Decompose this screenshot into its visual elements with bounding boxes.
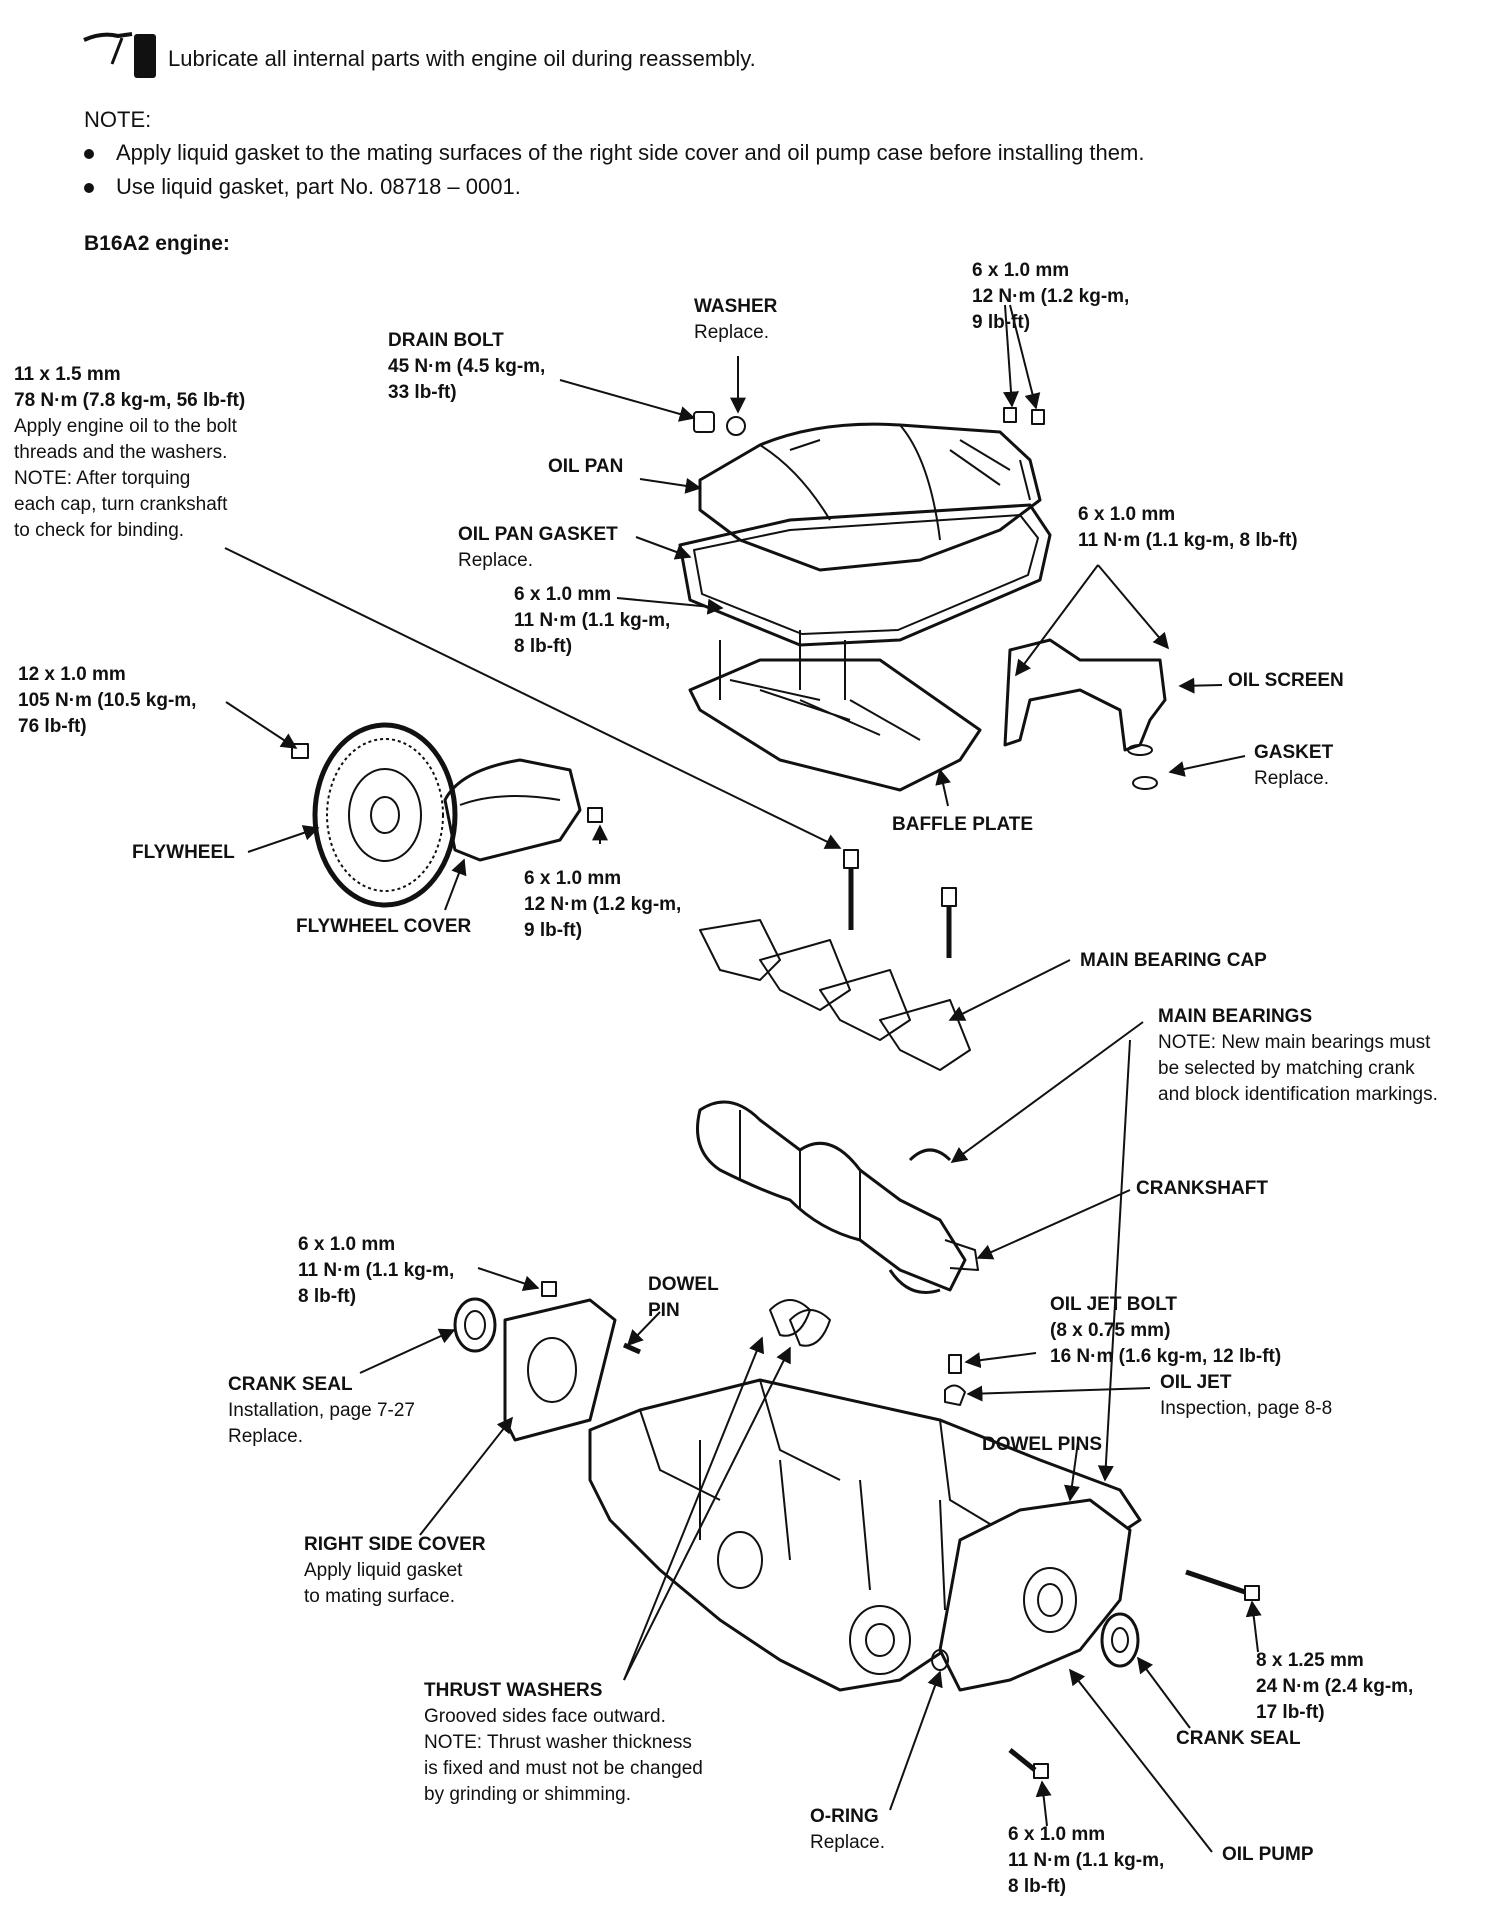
oil-pan-gasket: [678, 503, 1052, 647]
flywheel-bolt: [291, 743, 309, 759]
leader-lines: [224, 304, 1262, 1853]
flywheel-cover: [443, 758, 582, 862]
label-oil-jet-bolt: OIL JET BOLT(8 x 0.75 mm)16 N·m (1.6 kg-…: [1050, 1294, 1282, 1367]
right-side-cover-bolt: [541, 1281, 557, 1297]
dowel-pin: [622, 1342, 642, 1355]
label-crank-seal-right: CRANK SEAL: [1176, 1728, 1301, 1749]
crank-seal-left: [453, 1297, 497, 1353]
crank-seal-right: [1100, 1612, 1140, 1668]
oil-pump-short-bolt: [1008, 1748, 1049, 1779]
label-flywheel: FLYWHEEL: [132, 842, 235, 863]
flywheel: [312, 722, 458, 908]
main-bearings: [888, 1148, 952, 1294]
thrust-washers: [769, 1299, 831, 1347]
main-bearing-cap-bolts: [843, 849, 957, 958]
note-title: NOTE:: [84, 107, 152, 132]
label-flywheel-cover: FLYWHEEL COVER: [296, 916, 472, 937]
oil-pan-bolts: [1003, 407, 1045, 425]
label-dowel-pins: DOWEL PINS: [982, 1434, 1102, 1455]
oil-screen: [1003, 638, 1167, 790]
oil-pump-long-bolt: [1185, 1569, 1260, 1601]
main-bearing-caps: [699, 919, 971, 1071]
oil-jet-and-bolt: [944, 1354, 966, 1406]
label-crankshaft: CRANKSHAFT: [1136, 1178, 1268, 1199]
label-baffle-plate: BAFFLE PLATE: [892, 814, 1034, 835]
flywheel-cover-bolt: [587, 807, 603, 823]
crankshaft: [696, 1100, 979, 1292]
oil-pan: [698, 422, 1042, 572]
label-oil-pump: OIL PUMP: [1222, 1844, 1314, 1865]
lubricate-instruction: Lubricate all internal parts with engine…: [168, 46, 756, 71]
note-item-1: Apply liquid gasket to the mating surfac…: [84, 140, 1144, 166]
o-ring: [931, 1649, 949, 1671]
oil-can-icon: [82, 30, 162, 87]
right-side-cover: [503, 1298, 617, 1442]
baffle-plate: [688, 630, 982, 792]
engine-title: B16A2 engine:: [84, 232, 230, 255]
label-main-bearing-cap: MAIN BEARING CAP: [1080, 950, 1267, 971]
oil-pump: [938, 1498, 1132, 1692]
label-oil-screen: OIL SCREEN: [1228, 670, 1344, 691]
note-item-2: Use liquid gasket, part No. 08718 – 0001…: [84, 174, 521, 200]
label-oil-pan: OIL PAN: [548, 456, 624, 477]
drain-bolt-and-washer: [693, 411, 746, 436]
